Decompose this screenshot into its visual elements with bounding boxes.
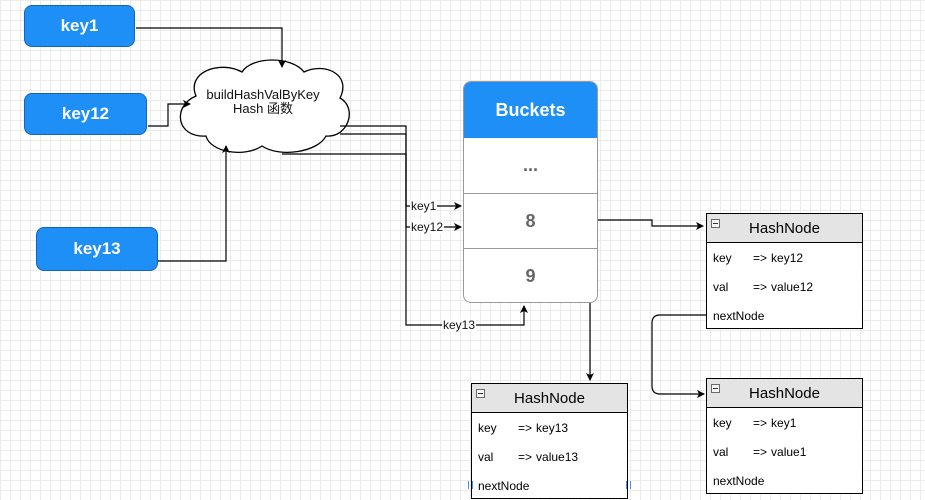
val-field-value: value12 — [771, 279, 814, 294]
edge-next-to-node-key1 — [651, 314, 706, 398]
next-field-label: nextNode — [713, 308, 765, 323]
selection-handle-left[interactable] — [468, 481, 473, 489]
key13-label: key13 — [73, 239, 121, 258]
hashnode-key1[interactable]: HashNode key => key1 val => value1 nextN… — [706, 378, 863, 494]
hashnode-key-row: key => key12 — [707, 243, 862, 272]
hashnode-val-row: val => value12 — [707, 272, 862, 301]
edge-key13-to-hash — [138, 145, 230, 262]
key-field-value: key1 — [771, 415, 797, 430]
edge-key12-to-hash — [148, 100, 191, 127]
val-arrow: => — [753, 444, 768, 459]
hashnode-next-row: nextNode — [472, 471, 627, 500]
edge-key1-to-hash — [136, 27, 286, 68]
hashnode-key-row: key => key1 — [707, 408, 862, 437]
hash-function-name: buildHashValByKey — [206, 87, 320, 102]
key-field-value: key13 — [536, 420, 569, 435]
bucket-cell-ellipsis[interactable]: ... — [522, 155, 538, 175]
key-field-value: key12 — [771, 250, 804, 265]
edge-label-key12: key12 — [410, 220, 445, 234]
val-field-value: value1 — [771, 444, 807, 459]
hashnode-title: HashNode — [749, 219, 820, 237]
val-field-label: val — [713, 279, 729, 294]
hashnode-header: HashNode — [707, 379, 862, 408]
key-field-label: key — [713, 250, 732, 265]
key-field-label: key — [478, 420, 497, 435]
bucket-cell-9[interactable]: 9 — [464, 248, 597, 302]
selection-handle-right[interactable] — [626, 481, 631, 489]
val-field-label: val — [478, 449, 494, 464]
hashnode-title: HashNode — [514, 389, 585, 407]
buckets-table[interactable]: Buckets ... 8 9 — [463, 81, 598, 303]
bucket-cells: ... 8 9 — [464, 138, 597, 302]
hashnode-key13[interactable]: HashNode key => key13 val => value13 nex… — [471, 383, 628, 499]
edge-bucket8-to-node-key12 — [598, 219, 704, 230]
collapse-icon[interactable] — [476, 389, 485, 398]
hashnode-key-row: key => key13 — [472, 413, 627, 442]
key13-box[interactable]: key13 — [36, 227, 158, 271]
key-field-label: key — [713, 415, 732, 430]
edge-label-key1: key1 — [410, 199, 438, 213]
hashnode-header: HashNode — [707, 214, 862, 243]
hashnode-next-row: nextNode — [707, 466, 862, 495]
key-arrow: => — [753, 250, 768, 265]
hash-function-cloud[interactable] — [179, 59, 350, 153]
key-arrow: => — [518, 420, 533, 435]
hash-function-subtitle: Hash 函数 — [233, 101, 293, 116]
hashnode-val-row: val => value1 — [707, 437, 862, 466]
val-arrow: => — [753, 279, 768, 294]
next-field-label: nextNode — [713, 473, 765, 488]
hashnode-header: HashNode — [472, 384, 627, 413]
buckets-title: Buckets — [464, 82, 597, 138]
hashnode-next-row: nextNode — [707, 301, 862, 330]
hashnode-val-row: val => value13 — [472, 442, 627, 471]
key1-label: key1 — [60, 16, 99, 35]
edge-hash-to-bucket-key12 — [340, 133, 462, 231]
bucket-cell-8[interactable]: 8 — [464, 193, 597, 248]
val-field-label: val — [713, 444, 729, 459]
key12-box[interactable]: key12 — [24, 93, 147, 135]
key1-box[interactable]: key1 — [24, 5, 135, 47]
next-field-label: nextNode — [478, 478, 530, 493]
key-arrow: => — [753, 415, 768, 430]
val-field-value: value13 — [536, 449, 579, 464]
val-arrow: => — [518, 449, 533, 464]
collapse-icon[interactable] — [711, 219, 720, 228]
collapse-icon[interactable] — [711, 384, 720, 393]
hashnode-title: HashNode — [749, 384, 820, 402]
key12-label: key12 — [61, 104, 110, 123]
hash-function-label: buildHashValByKey Hash 函数 — [188, 88, 338, 116]
edge-hash-to-bucket-key13 — [282, 153, 528, 326]
edge-label-key13: key13 — [442, 318, 477, 332]
hashnode-key12[interactable]: HashNode key => key12 val => value12 nex… — [706, 213, 863, 329]
edge-hash-to-bucket-key1 — [340, 125, 462, 210]
